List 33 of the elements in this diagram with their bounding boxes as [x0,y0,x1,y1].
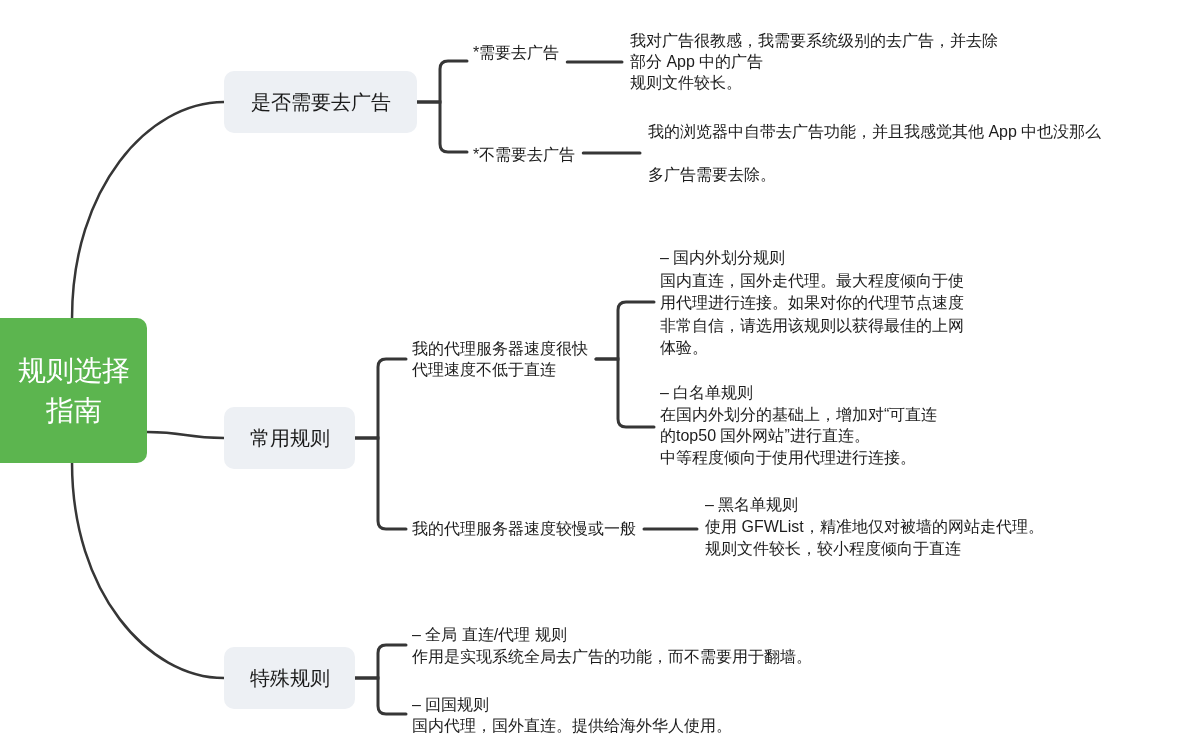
description-text: 我的浏览器中自带去广告功能，并且我感觉其他 App 中也没那么多广告需要去除。 [648,110,1112,196]
connector-line [642,527,699,531]
main-topic-box: 特殊规则 [224,647,355,709]
rule-description: 使用 GFWList，精准地仅对被墙的网站走代理。 [705,517,1044,537]
subtopic-text: *需要去广告 [473,42,560,64]
condition-text: 代理速度不低于直连 [412,360,556,380]
rule-heading: – 全局 直连/代理 规则 [412,625,567,645]
bracket-connector [594,357,656,429]
description-text: 我对广告很教感，我需要系统级别的去广告，并去除部分 App 中的广告 [630,31,999,72]
rule-description: 作用是实现系统全局去广告的功能，而不需要用于翻墙。 [412,647,812,667]
rule-heading: – 国内外划分规则 [660,248,786,268]
rule-heading: – 黑名单规则 [705,495,799,515]
rule-description: 中等程度倾向于使用代理进行连接。 [660,447,916,468]
rule-description: 国内直连，国外走代理。最大程度倾向于使用代理进行连接。如果对你的代理节点速度非常自信，请选用该规则以获得最佳的上网体验。 [660,270,965,358]
rule-description: 在国内外划分的基础上，增加对“可直连的top50 国外网站”进行直连。 [660,404,939,446]
connector-curve [70,461,226,680]
description-text: 规则文件较长。 [630,73,742,93]
rule-heading: – 回国规则 [412,695,490,715]
rule-heading: – 白名单规则 [660,383,754,403]
subtopic-text: *不需要去广告 [473,144,576,166]
rule-description: 规则文件较长，较小程度倾向于直连 [705,539,961,559]
connector-curve [70,100,226,320]
main-topic-box: 常用规则 [224,407,355,469]
condition-text: 我的代理服务器速度较慢或一般 [412,518,636,540]
connector-line [581,151,642,155]
bracket-connector [415,100,469,154]
rule-description: 国内代理，国外直连。提供给海外华人使用。 [412,716,732,736]
bracket-connector [353,436,408,531]
main-topic-box: 是否需要去广告 [224,71,417,133]
connector-line [565,60,624,64]
condition-text: 我的代理服务器速度很快 [412,339,588,359]
central-topic-box: 规则选择指南 [0,318,147,463]
bracket-connector [353,676,408,716]
